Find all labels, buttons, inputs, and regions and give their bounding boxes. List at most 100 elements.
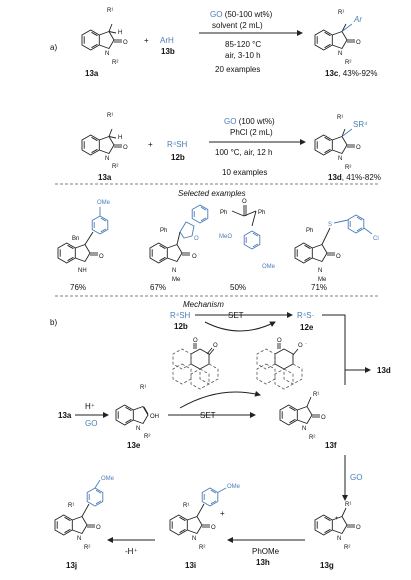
svg-text:Cl: Cl bbox=[373, 236, 379, 242]
svg-text:MeO: MeO bbox=[219, 234, 232, 240]
svg-text:O: O bbox=[192, 254, 197, 260]
mech-thiol-id: 12b bbox=[174, 322, 188, 331]
svg-text:R²: R² bbox=[345, 60, 351, 66]
product-13c: R¹ Ar O N R² 13c, 43%-92% bbox=[314, 10, 378, 78]
conditions-2: GO (100 wt%) PhCl (2 mL) 100 °C, air, 12… bbox=[209, 117, 306, 177]
svg-text:Ph: Ph bbox=[220, 210, 227, 216]
svg-text:PhCl (2 mL): PhCl (2 mL) bbox=[230, 128, 273, 137]
svg-text:H: H bbox=[118, 30, 122, 36]
svg-text:+: + bbox=[220, 509, 225, 518]
svg-text:20 examples: 20 examples bbox=[215, 65, 260, 74]
panel-b-label: b) bbox=[50, 318, 57, 327]
svg-text:NH: NH bbox=[78, 268, 87, 274]
svg-text:R¹: R¹ bbox=[183, 503, 189, 509]
svg-text:O: O bbox=[194, 236, 199, 242]
anisole-label: PhOMe bbox=[252, 547, 280, 556]
set-label-1: SET bbox=[228, 311, 244, 320]
svg-text:SR⁴: SR⁴ bbox=[353, 120, 368, 129]
go-label-2: GO bbox=[350, 473, 362, 482]
example-4: S Cl Ph O N Me 71% bbox=[294, 214, 379, 292]
svg-text:13g: 13g bbox=[320, 561, 334, 570]
svg-text:+: + bbox=[335, 516, 339, 522]
panel-a-label: a) bbox=[50, 43, 57, 52]
mech-radical-id: 12e bbox=[300, 323, 314, 332]
svg-text:R¹: R¹ bbox=[313, 392, 319, 398]
svg-text:13e: 13e bbox=[127, 441, 141, 450]
final-13j: OMe R¹ O N R² 13j bbox=[54, 476, 115, 570]
reactant-13a-1: R¹ H O N R² 13a bbox=[81, 8, 128, 78]
plus-sign-1: + bbox=[144, 36, 149, 45]
cation-13g: R¹ + O N R² 13g bbox=[314, 502, 361, 570]
selected-examples-title: Selected examples bbox=[178, 189, 246, 198]
svg-text:N: N bbox=[136, 426, 140, 432]
svg-text:N: N bbox=[302, 426, 306, 432]
mechanism-title: Mechanism bbox=[183, 300, 224, 309]
minus-h-label: -H⁺ bbox=[125, 547, 138, 556]
svg-text:N: N bbox=[105, 156, 109, 162]
radical-13f: R¹ O N R² 13f bbox=[279, 392, 337, 450]
reagent-arh-id: 13b bbox=[161, 47, 175, 56]
h-plus-label: H⁺ bbox=[85, 402, 95, 411]
svg-text:N: N bbox=[77, 536, 81, 542]
svg-text:85-120 °C: 85-120 °C bbox=[225, 40, 261, 49]
svg-text:Ph: Ph bbox=[160, 228, 167, 234]
svg-text:·: · bbox=[305, 341, 307, 347]
svg-text:H: H bbox=[118, 135, 122, 141]
svg-text:O: O bbox=[123, 40, 128, 46]
product-13d: R¹ SR⁴ O N R² 13d, 41%-82% bbox=[314, 115, 381, 182]
set-label-2: SET bbox=[200, 411, 216, 420]
svg-text:67%: 67% bbox=[150, 283, 166, 292]
svg-text:Me: Me bbox=[318, 277, 327, 283]
svg-text:GO (100 wt%): GO (100 wt%) bbox=[224, 117, 275, 126]
mech-radical: R⁴S· bbox=[297, 311, 314, 320]
conditions-1: GO (50-100 wt%) solvent (2 mL) 85-120 °C… bbox=[199, 10, 303, 74]
svg-text:O: O bbox=[213, 343, 218, 349]
svg-text:O: O bbox=[123, 145, 128, 151]
svg-text:R²: R² bbox=[112, 164, 118, 170]
svg-text:R¹: R¹ bbox=[68, 503, 74, 509]
svg-text:13d, 41%-82%: 13d, 41%-82% bbox=[328, 173, 381, 182]
svg-text:O: O bbox=[193, 338, 198, 344]
svg-text:Ar: Ar bbox=[353, 15, 362, 24]
svg-text:N: N bbox=[338, 51, 342, 57]
svg-text:air, 3-10 h: air, 3-10 h bbox=[225, 51, 261, 60]
svg-text:71%: 71% bbox=[311, 283, 327, 292]
go-semiquinone: O O · bbox=[256, 338, 307, 390]
svg-text:GO (50-100 wt%): GO (50-100 wt%) bbox=[210, 10, 273, 19]
reactant-13a-2: R¹ H O N R² 13a bbox=[81, 113, 128, 182]
svg-text:O: O bbox=[277, 338, 282, 344]
svg-text:OMe: OMe bbox=[97, 200, 111, 206]
mech-thiol: R⁴SH bbox=[170, 311, 191, 320]
svg-text:13j: 13j bbox=[66, 561, 77, 570]
svg-text:OMe: OMe bbox=[227, 484, 241, 490]
svg-text:O: O bbox=[211, 525, 216, 531]
example-1: OMe Bn O NH 76% bbox=[57, 200, 111, 292]
svg-text:O: O bbox=[356, 40, 361, 46]
svg-text:OMe: OMe bbox=[101, 476, 115, 482]
anisole-id: 13h bbox=[256, 558, 270, 567]
svg-text:Me: Me bbox=[172, 277, 181, 283]
svg-text:R²: R² bbox=[344, 545, 350, 551]
example-3: Ph O Ph MeO OMe 50% bbox=[219, 199, 276, 292]
svg-text:Ph: Ph bbox=[306, 228, 313, 234]
svg-text:R²: R² bbox=[309, 435, 315, 441]
svg-text:O: O bbox=[298, 343, 303, 349]
mech-start-13a: 13a bbox=[58, 411, 72, 420]
svg-text:R²: R² bbox=[345, 165, 351, 171]
svg-text:R¹: R¹ bbox=[337, 115, 343, 121]
svg-text:OH: OH bbox=[150, 414, 159, 420]
svg-text:13c, 43%-92%: 13c, 43%-92% bbox=[325, 69, 378, 78]
svg-text:N: N bbox=[338, 156, 342, 162]
go-quinone: O O bbox=[172, 338, 219, 390]
example-2: O Ph O N Me 67% bbox=[149, 204, 209, 292]
reagent-arh: ArH bbox=[160, 36, 174, 45]
svg-text:O: O bbox=[99, 254, 104, 260]
svg-text:R¹: R¹ bbox=[140, 385, 146, 391]
svg-text:R²: R² bbox=[84, 545, 90, 551]
wheland-13i: OMe + R¹ O N R² 13i bbox=[169, 484, 241, 570]
svg-text:O: O bbox=[321, 415, 326, 421]
reagent-thiol-id: 12b bbox=[171, 153, 185, 162]
svg-text:R²: R² bbox=[112, 60, 118, 66]
svg-text:O: O bbox=[356, 145, 361, 151]
